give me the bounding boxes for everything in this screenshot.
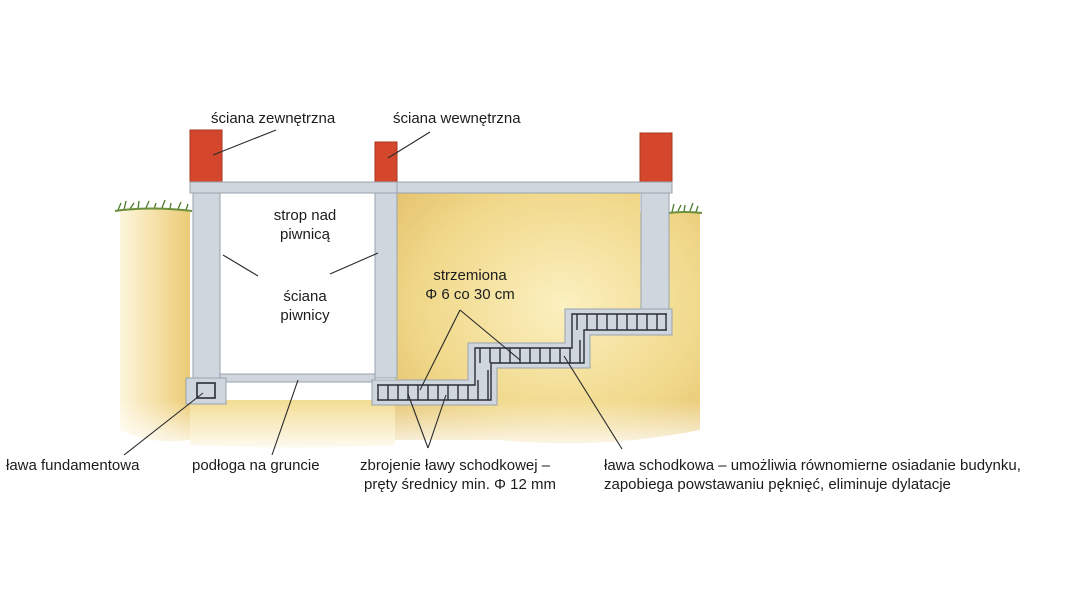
label-floor: podłoga na gruncie <box>192 457 320 474</box>
label-ceiling: strop nad piwnicą <box>250 206 360 244</box>
grass <box>117 199 699 213</box>
label-reinforcement: zbrojenie ławy schodkowej – pręty średni… <box>360 456 556 494</box>
label-reinforcement-line2: pręty średnicy min. Φ 12 mm <box>364 476 557 493</box>
label-ceiling-line1: strop nad <box>273 207 337 224</box>
label-footing: ława fundamentowa <box>6 457 140 474</box>
basement-wall-inner <box>374 192 398 379</box>
stepped-rebar <box>377 313 667 401</box>
label-basement-wall: ściana piwnicy <box>250 287 360 325</box>
footing-left <box>185 377 227 405</box>
brick-outer-left <box>189 129 223 183</box>
soil <box>120 207 190 442</box>
label-stirrups: strzemiona Φ 6 co 30 cm <box>405 266 535 304</box>
wall-right <box>640 192 670 311</box>
label-stepped-footing: ława schodkowa – umożliwia równomierne o… <box>604 456 1021 494</box>
basement-wall-left <box>192 192 221 379</box>
label-reinforcement-line1: zbrojenie ławy schodkowej – <box>360 457 551 474</box>
brick-outer-right <box>639 132 673 184</box>
ceiling-slab <box>189 181 673 194</box>
label-stirrups-line1: strzemiona <box>433 267 507 284</box>
label-stepped-line2: zapobiega powstawaniu pęknięć, eliminuje… <box>604 476 951 493</box>
brick-inner <box>374 141 398 183</box>
label-basement-wall-line1: ściana <box>283 288 327 305</box>
leader-lines <box>123 129 623 456</box>
label-basement-wall-line2: piwnicy <box>280 307 330 324</box>
label-inner-wall: ściana wewnętrzna <box>393 110 521 127</box>
label-outer-wall: ściana zewnętrzna <box>211 110 336 127</box>
label-stirrups-line2: Φ 6 co 30 cm <box>425 286 515 303</box>
label-ceiling-line2: piwnicą <box>279 226 331 243</box>
stepped-footing <box>371 308 673 406</box>
label-stepped-line1: ława schodkowa – umożliwia równomierne o… <box>604 457 1021 474</box>
